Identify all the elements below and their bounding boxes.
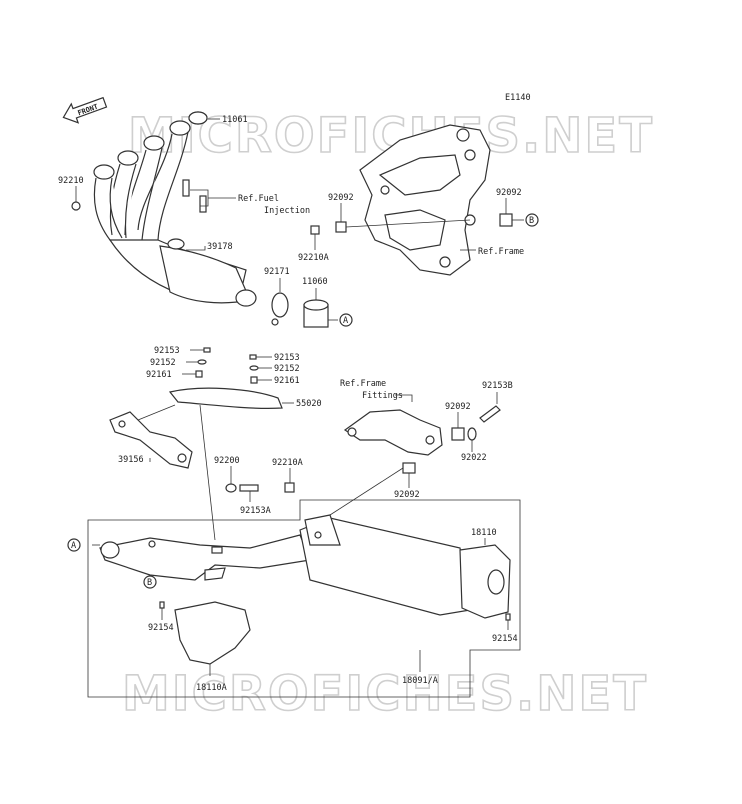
- label-92153b: 92153B: [482, 381, 513, 391]
- front-label: FRONT: [77, 103, 100, 118]
- screw-92154-l: [159, 601, 165, 609]
- label-ref-frame: Ref.Frame: [478, 247, 524, 257]
- washer-92152-l: [197, 359, 207, 365]
- clamp-92171: [271, 292, 289, 326]
- marker-b-bottom-label: B: [147, 578, 152, 588]
- label-92161-l: 92161: [146, 370, 172, 380]
- washer-92152-r: [249, 365, 259, 371]
- label-39178: 39178: [207, 242, 233, 252]
- marker-a-bottom: [67, 538, 81, 552]
- bolt-92153-r: [249, 354, 257, 360]
- label-92152-r: 92152: [274, 364, 300, 374]
- marker-b-bottom: [143, 575, 157, 589]
- bracket-39156: [109, 411, 193, 469]
- label-fittings: Fittings: [362, 391, 403, 401]
- bushing-92092-a: [335, 221, 347, 233]
- gasket-11061: [188, 111, 208, 125]
- end-cap-18110: [459, 544, 511, 619]
- label-92152-l: 92152: [150, 358, 176, 368]
- screw-92154-r: [505, 613, 511, 621]
- marker-b-top: [525, 213, 539, 227]
- label-18110a: 18110A: [196, 683, 227, 693]
- watermark-bottom: MICROFICHES.NET: [122, 666, 648, 722]
- frame-assembly: [359, 124, 491, 276]
- collar-92161-l: [195, 370, 203, 378]
- marker-a-top: [339, 313, 353, 327]
- label-92210: 92210: [58, 176, 84, 186]
- label-92171: 92171: [264, 267, 290, 277]
- label-11061: 11061: [222, 115, 248, 125]
- label-92210a-mid: 92210A: [272, 458, 303, 468]
- label-92092-d: 92092: [394, 490, 420, 500]
- label-18091a: 18091/A: [402, 676, 438, 686]
- label-injection: Injection: [264, 206, 310, 216]
- label-11060: 11060: [302, 277, 328, 287]
- exhaust-header-pipes: [93, 111, 257, 307]
- label-92092-b: 92092: [496, 188, 522, 198]
- label-92161-r: 92161: [274, 376, 300, 386]
- label-92154-r: 92154: [492, 634, 518, 644]
- washer-92022: [467, 427, 477, 441]
- label-92022: 92022: [461, 453, 487, 463]
- nut-92210a-mid: [284, 482, 295, 493]
- label-18110: 18110: [471, 528, 497, 538]
- cover-18110a: [174, 601, 251, 665]
- muffler-18091a: [299, 514, 471, 616]
- sleeve-11060: [303, 299, 329, 328]
- assembly-outline-18091a: [87, 499, 521, 698]
- washer-92200: [225, 483, 237, 493]
- bolt-92153-l: [203, 347, 211, 353]
- bushing-92092-d: [402, 462, 416, 474]
- nut-92210a-top: [310, 225, 320, 235]
- frame-fittings-bracket: [343, 409, 443, 456]
- heat-guard-55020: [168, 387, 283, 409]
- marker-b-top-label: B: [529, 216, 534, 226]
- diagram-code: E1140: [505, 93, 531, 103]
- marker-a-bottom-label: A: [71, 541, 76, 551]
- mid-pipe: [99, 534, 311, 581]
- label-92153-r: 92153: [274, 353, 300, 363]
- nut-92210: [71, 201, 81, 211]
- label-ref-frame-2: Ref.Frame: [340, 379, 386, 389]
- collar-92161-r: [250, 376, 258, 384]
- label-92200: 92200: [214, 456, 240, 466]
- label-39156: 39156: [118, 455, 144, 465]
- oxygen-sensors: [182, 179, 207, 213]
- label-92092-a: 92092: [328, 193, 354, 203]
- label-92092-c: 92092: [445, 402, 471, 412]
- bushing-92092-c: [451, 427, 465, 441]
- label-ref-fuel: Ref.Fuel: [238, 194, 279, 204]
- label-92210a-top: 92210A: [298, 253, 329, 263]
- bushing-92092-b: [499, 213, 513, 227]
- label-92153-l: 92153: [154, 346, 180, 356]
- bolt-92153b: [479, 405, 501, 423]
- marker-a-top-label: A: [343, 316, 348, 326]
- label-92153a: 92153A: [240, 506, 271, 516]
- bolt-92153a: [239, 484, 259, 492]
- label-55020: 55020: [296, 399, 322, 409]
- label-92154-l: 92154: [148, 623, 174, 633]
- front-arrow-icon: FRONT: [62, 96, 108, 124]
